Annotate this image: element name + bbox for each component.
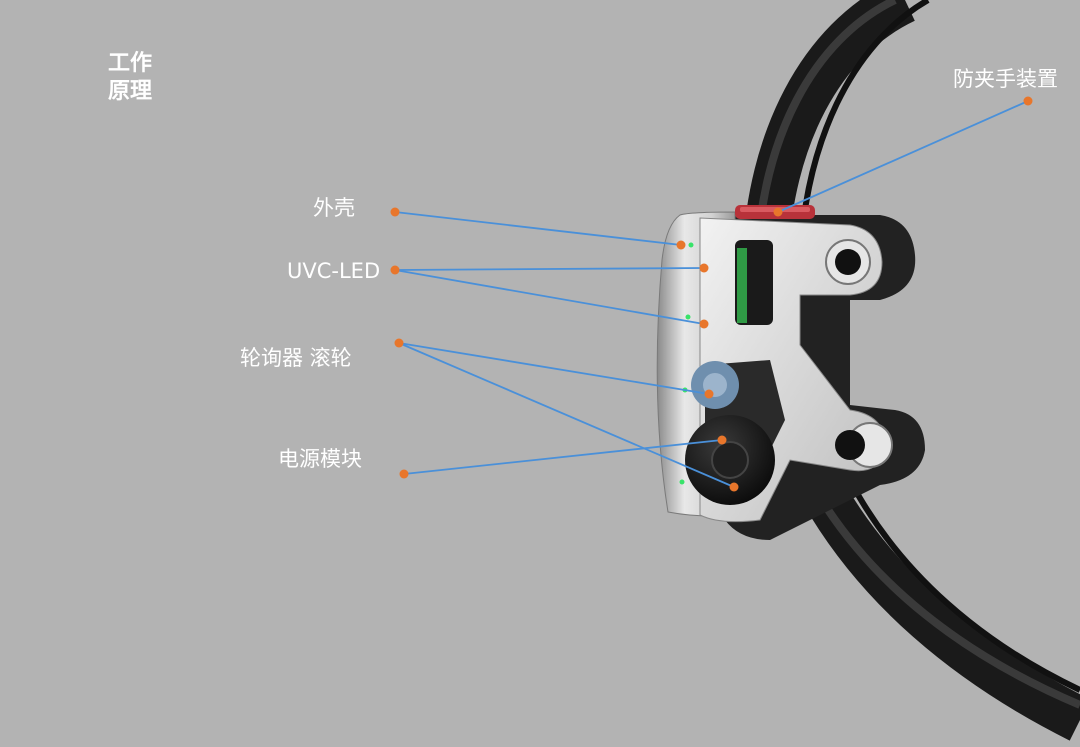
page-title-line-2: 原理 (108, 79, 153, 104)
marker-uvc-part-2 (699, 319, 709, 329)
marker-uvc-part-1 (699, 263, 709, 273)
leader-encoder (398, 342, 710, 395)
leader-uvc-1 (394, 267, 705, 271)
leader-wheel (398, 342, 735, 488)
marker-uvc-label (390, 265, 400, 275)
marker-power-label (399, 469, 409, 479)
marker-shell-part (676, 240, 686, 250)
front-plate (685, 217, 893, 523)
page-title: 工作 原理 (108, 50, 152, 106)
leader-anti-pinch (777, 100, 1029, 213)
marker-shell-label (390, 207, 400, 217)
page-title-line-1: 工作 (108, 51, 153, 76)
leader-shell (394, 211, 682, 246)
markers (390, 96, 1033, 492)
label-anti-pinch: 防夹手装置 (953, 67, 1058, 91)
label-power-module: 电源模块 (278, 447, 362, 471)
marker-encoder-part (704, 389, 714, 399)
leader-power (403, 439, 723, 475)
label-shell: 外壳 (313, 196, 355, 220)
marker-encoder-label (394, 338, 404, 348)
marker-anti-pinch-label (1023, 96, 1033, 106)
marker-anti-pinch-part (773, 207, 783, 217)
leader-lines (394, 100, 1029, 488)
leader-uvc-2 (394, 269, 705, 325)
label-encoder-wheel: 轮询器 滚轮 (240, 346, 352, 370)
label-uvc-led: UVC-LED (287, 259, 381, 283)
marker-power-part (717, 435, 727, 445)
marker-wheel-part (729, 482, 739, 492)
